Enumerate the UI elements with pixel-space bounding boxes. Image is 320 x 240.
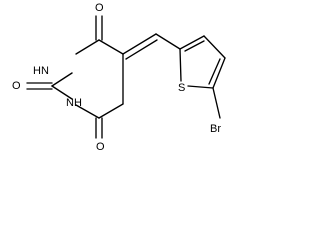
atom-o-top: O: [95, 2, 104, 14]
bond-c6-c5: [98, 103, 124, 119]
bond-n1-c6: [75, 104, 100, 119]
atom-nh-left: HN: [33, 65, 49, 77]
bond-c4-c5: [98, 39, 124, 55]
bond-c3-c4: [203, 35, 226, 59]
chemical-structure: O HN O NH O S Br: [12, 2, 226, 153]
methylidene-bridge: [122, 33, 181, 60]
bond-c2-n1: [51, 85, 73, 100]
bond-c4-c5: [212, 57, 226, 89]
bond-methylidene-thiophene: [155, 33, 181, 50]
bond-n3-c2: [51, 72, 73, 87]
bond-c4-c5-inner: [208, 58, 221, 85]
carbonyl-bonds: [26, 15, 103, 139]
bond-c5-methylidene-a: [122, 33, 157, 55]
bond-c4-n3: [75, 39, 100, 55]
bond-c2-c3-inner: [184, 40, 205, 52]
atom-o-bottom: O: [96, 141, 105, 153]
bond-c5-methylidene-b: [125, 39, 158, 60]
bond-s-c2: [179, 48, 182, 82]
bond-c5-br: [212, 87, 221, 119]
bond-c5-s: [187, 85, 214, 89]
atom-s: S: [178, 82, 185, 94]
thiophene-ring: [179, 35, 226, 119]
pyrimidinetrione-ring: [51, 39, 124, 119]
atom-o-left: O: [12, 80, 21, 92]
bond-c2-c3: [179, 35, 205, 50]
atom-nh-bottom: NH: [66, 97, 82, 109]
atom-labels: O HN O NH O S Br: [12, 2, 221, 153]
atom-br: Br: [210, 123, 221, 135]
